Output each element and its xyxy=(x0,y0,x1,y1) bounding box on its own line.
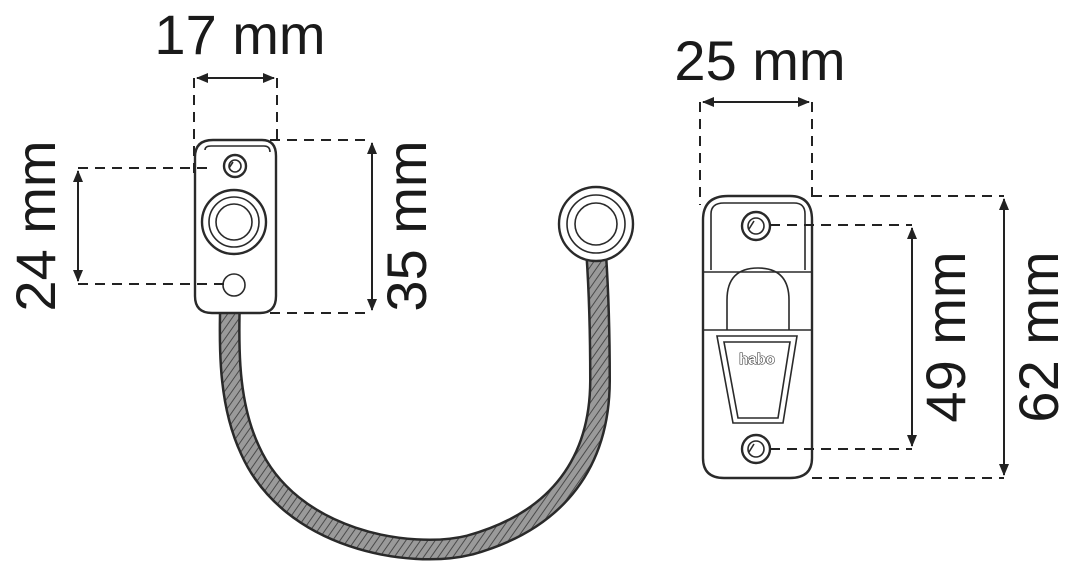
dimension-label: 62 mm xyxy=(1007,251,1070,422)
brand-logo: habo xyxy=(739,351,775,368)
screw-icon xyxy=(222,153,248,179)
dimension-label: 49 mm xyxy=(914,251,977,422)
dimension-height-right-inner: 49 mm xyxy=(770,224,977,450)
dimension-label: 17 mm xyxy=(154,3,325,66)
screw-icon xyxy=(740,433,772,465)
dimension-label: 24 mm xyxy=(4,140,67,311)
cable-socket xyxy=(200,188,268,256)
dimension-width-right: 25 mm xyxy=(674,29,846,205)
dimension-height-left-outer: 35 mm xyxy=(270,139,438,314)
left-anchor-plate xyxy=(193,138,278,315)
cable-end-cap xyxy=(557,185,635,263)
dimension-width-left: 17 mm xyxy=(154,3,326,175)
dimension-label: 35 mm xyxy=(375,140,438,311)
dimension-label: 25 mm xyxy=(674,29,845,92)
dimension-height-right-outer: 62 mm xyxy=(812,195,1070,479)
right-receiver-plate: habo xyxy=(701,194,814,480)
dimension-height-left-inner: 24 mm xyxy=(4,140,224,312)
cable xyxy=(218,207,612,561)
screw-icon xyxy=(740,210,772,242)
